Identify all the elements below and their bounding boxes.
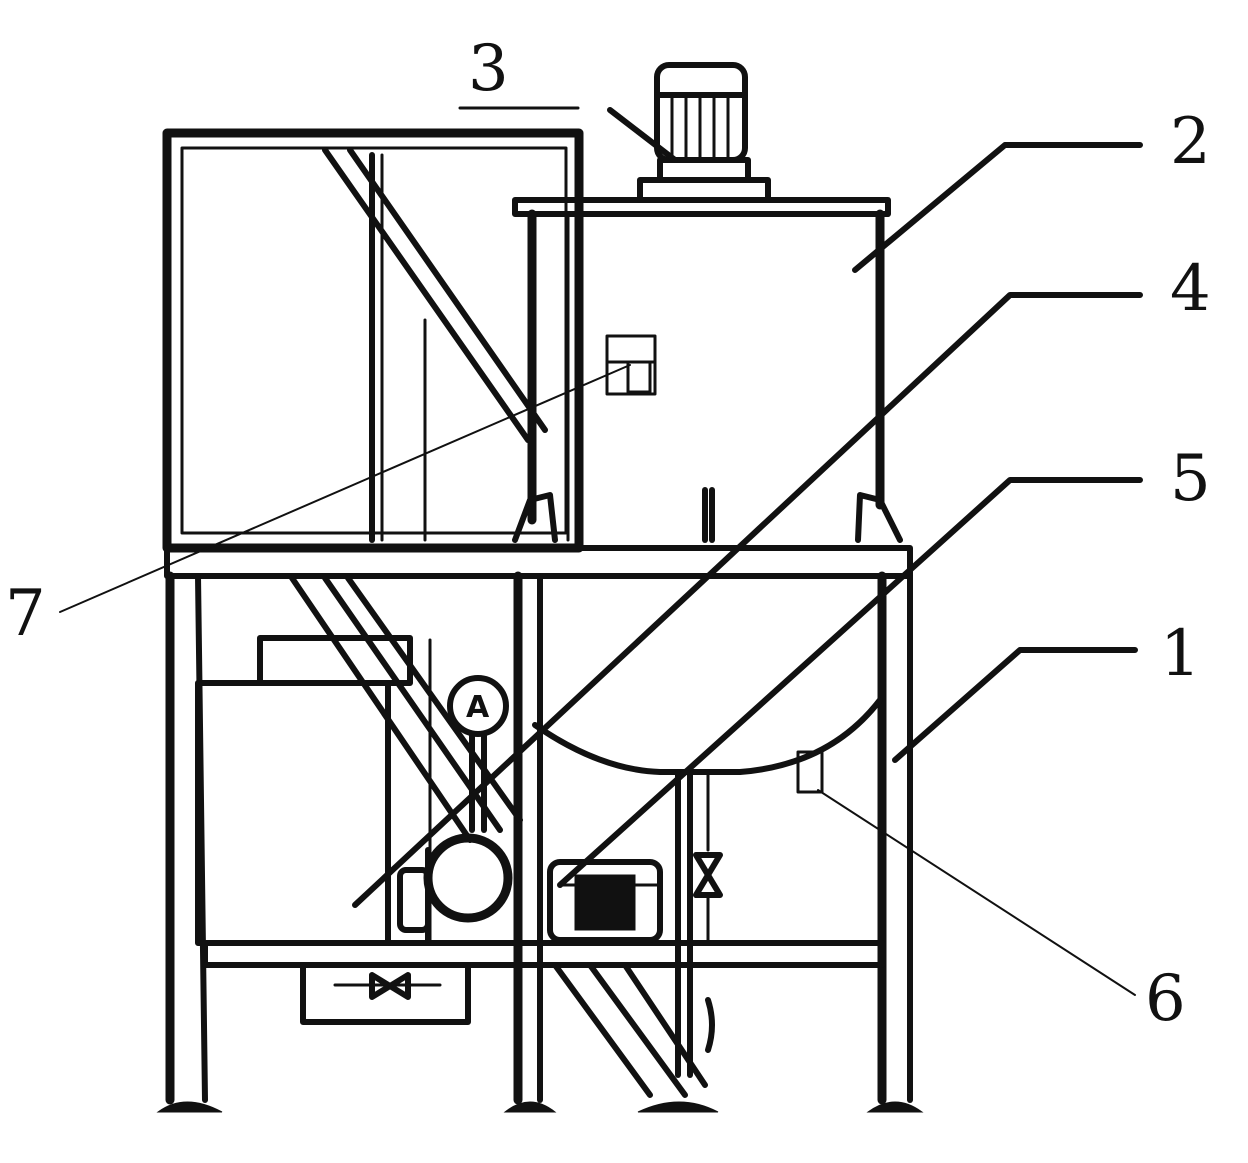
bypass-valve [369,972,411,1000]
outlet-piping [300,769,723,1078]
drain-valve [693,852,723,898]
chute-lower-b [587,962,688,1098]
bottom-motor-core [574,874,636,931]
callout-labels: 3 2 4 5 1 6 7 [5,32,1211,1036]
lower-tank-body [195,680,391,946]
leader-2 [852,142,1143,273]
upper-left-box [162,128,584,553]
box-diagonal-a [322,147,531,443]
cone-bottom [532,697,883,775]
leader-5 [557,477,1143,888]
leader-4 [352,292,1143,908]
support-frame [156,545,924,1113]
drain-tip [705,997,715,1053]
foot-chute [637,1101,719,1113]
bottom-motor [547,859,663,943]
foot-left [156,1101,223,1113]
motor-body [654,62,748,163]
bottom-motor-body [547,859,663,943]
pump-housing [423,833,513,923]
bypass-loop [300,962,471,1025]
pump-assembly: A [397,675,513,943]
foot-right [866,1101,924,1113]
callout-7: 7 [5,577,46,651]
box-diagonal-b [347,147,548,433]
leg-left-inner [195,573,208,1103]
discharge-chute [289,575,708,1098]
control-box-window [626,360,652,394]
gauge-letter: A [466,690,490,725]
pressure-gauge [447,675,509,737]
mixing-tank [512,197,903,543]
top-motor [637,62,771,203]
leader-6 [817,789,1136,996]
leader-3 [607,107,678,163]
callout-2: 2 [1170,105,1211,179]
control-box [605,334,657,396]
chute-upper-a [289,575,473,843]
callout-3: 3 [468,32,509,106]
lower-crossbar [202,940,885,968]
callout-6: 6 [1145,962,1186,1036]
callout-1: 1 [1160,617,1201,691]
level-sensor [796,750,824,794]
tank-right-foot [855,492,903,543]
callout-5: 5 [1170,442,1211,516]
leader-lines [59,106,1143,996]
tank-left-foot [512,492,558,543]
leader-1 [892,647,1138,763]
chute-lower-a [552,962,653,1098]
foot-center [503,1101,557,1113]
callout-4: 4 [1170,252,1211,326]
leader-7 [59,364,631,613]
